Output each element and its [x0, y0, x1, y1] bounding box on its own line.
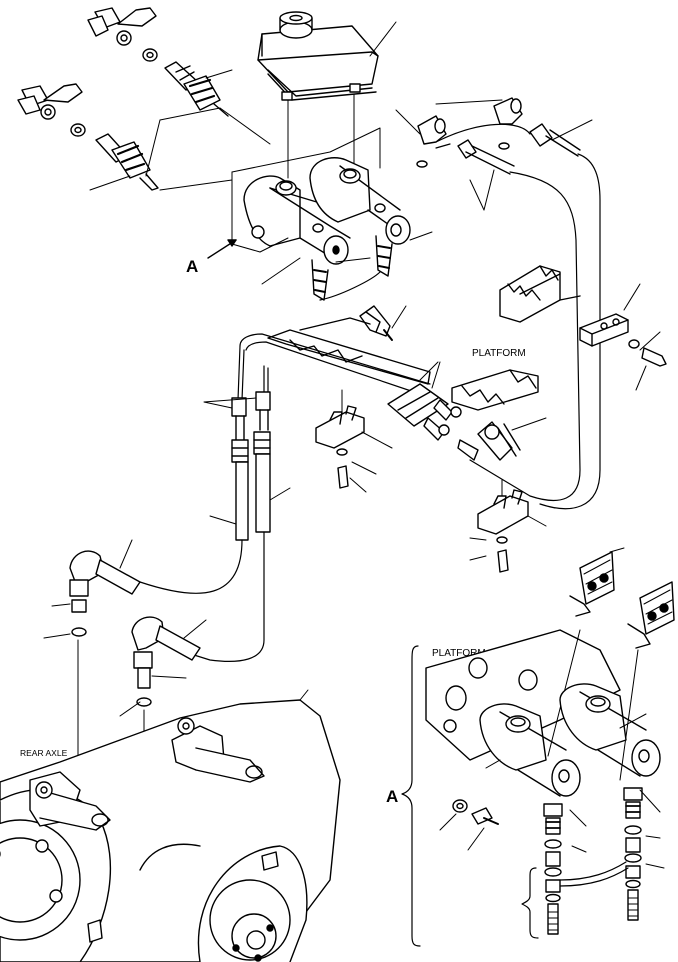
detail-crossover-pipe	[559, 861, 629, 887]
elbow-fitting-axle-right	[119, 616, 207, 750]
pipe-clamp-center	[315, 389, 393, 493]
brake-fluid-reservoir	[257, 11, 397, 101]
platform-label-detail: PLATFORM	[432, 648, 486, 659]
upper-hose-leaders	[435, 99, 503, 211]
mounting-rail-right	[499, 265, 581, 323]
detail-fittings-right-stack	[623, 787, 643, 921]
detail-a-bracket	[401, 645, 421, 947]
rear-axle-housing	[0, 689, 341, 962]
detail-master-cylinder-left	[479, 703, 581, 797]
pipe-clamp-right	[579, 283, 667, 391]
detail-a-label: A	[386, 787, 398, 806]
detail-mounting-bolt	[439, 799, 499, 851]
reservoir-connection-lines	[287, 93, 355, 179]
detail-master-cylinder-right	[559, 683, 661, 777]
platform-label-main: PLATFORM	[472, 348, 526, 359]
view-a-arrow	[207, 239, 237, 259]
master-cylinder-left	[243, 175, 351, 301]
pedal-pad-left	[547, 547, 625, 757]
hose-end-center-right	[457, 417, 547, 461]
clevis-assembly-upper	[87, 7, 229, 117]
rear-axle-label: REAR AXLE	[20, 748, 68, 758]
elbow-fitting-upper-left	[395, 109, 447, 168]
brake-light-switch	[359, 305, 407, 341]
master-cylinder-leader-lines	[259, 231, 433, 285]
hose-end-upper-left	[457, 139, 515, 175]
platform-rail	[451, 369, 539, 411]
flex-hoses-to-axle	[139, 531, 265, 662]
pedal-pad-right	[619, 581, 675, 781]
detail-leader-lines	[569, 789, 665, 869]
clevis-leader-lines	[89, 69, 271, 191]
brake-line-main-loop	[435, 123, 601, 510]
hose-couplings-left	[209, 431, 291, 541]
pipe-nuts-left	[203, 391, 271, 441]
elbow-fitting-upper-right	[493, 97, 523, 150]
pipe-clamp-lower-right	[469, 479, 547, 573]
detail-fittings-brace	[521, 867, 539, 939]
center-mounting-rail	[239, 317, 431, 395]
clevis-assembly-lower	[17, 83, 159, 191]
hose-end-upper-right	[529, 119, 593, 157]
master-cylinder-right	[309, 157, 411, 301]
view-a-callout-label: A	[186, 257, 198, 276]
hose-connectors-center	[387, 361, 462, 441]
detail-fittings-left-stack	[543, 803, 563, 935]
